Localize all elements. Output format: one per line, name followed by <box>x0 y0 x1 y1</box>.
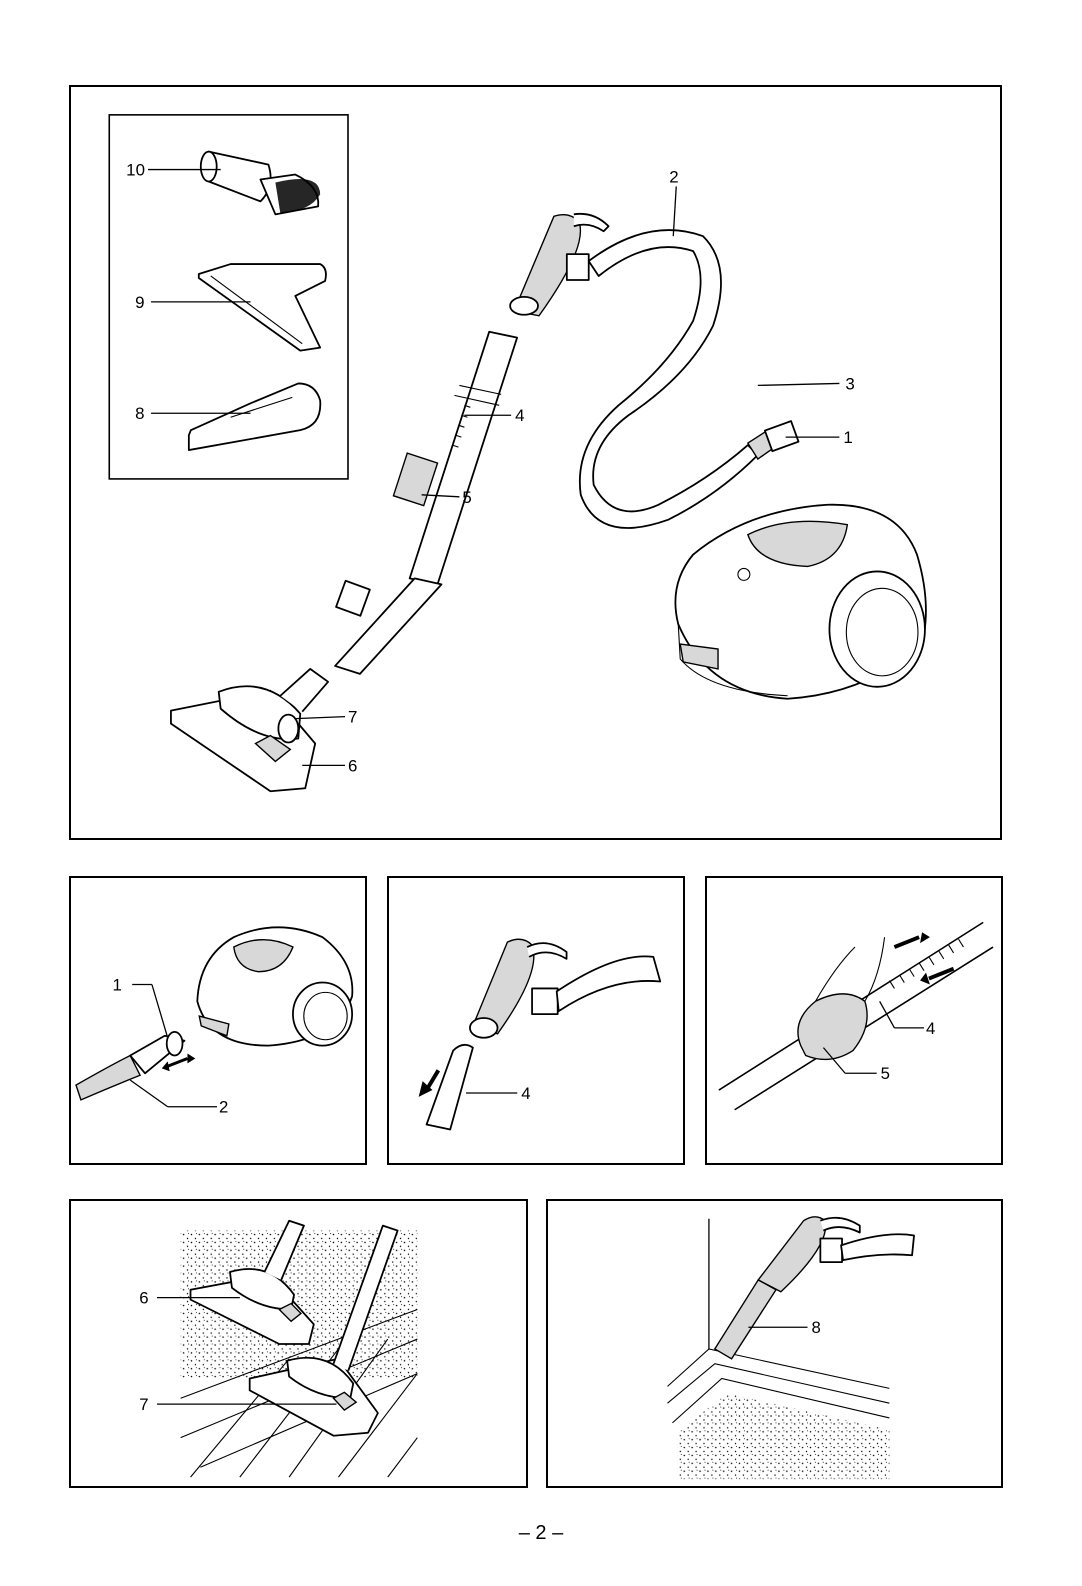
callout-3: 3 <box>845 374 854 393</box>
vacuum-cleaner-overview-illustration: 10 9 8 2 3 1 4 5 7 6 <box>71 87 1000 838</box>
callout-4: 4 <box>926 1019 935 1038</box>
handle-tube-panel: 4 <box>387 876 685 1165</box>
callout-8: 8 <box>135 404 144 423</box>
callout-6: 6 <box>348 756 357 775</box>
callout-10: 10 <box>126 161 145 180</box>
extension-tube-illustration <box>335 332 517 674</box>
upholstery-tool-illustration <box>199 264 326 351</box>
callout-8: 8 <box>811 1318 820 1337</box>
handle-tube-illustration: 4 <box>389 878 683 1163</box>
page-number: – 2 – <box>0 1522 1082 1545</box>
callout-1: 1 <box>843 428 852 447</box>
main-figure-panel: 10 9 8 2 3 1 4 5 7 6 <box>69 85 1002 840</box>
hose-connection-panel: 1 2 <box>69 876 367 1165</box>
hose-connection-illustration: 1 2 <box>71 878 365 1163</box>
callout-2: 2 <box>669 167 678 186</box>
crevice-tool-usage-illustration: 8 <box>548 1201 1001 1486</box>
callout-2: 2 <box>219 1098 228 1117</box>
telescopic-tube-illustration: 4 5 <box>707 878 1001 1163</box>
hose-and-handle-illustration <box>510 214 798 528</box>
telescopic-tube-panel: 4 5 <box>705 876 1003 1165</box>
vacuum-body-illustration <box>675 505 926 699</box>
callout-1: 1 <box>112 975 121 994</box>
callout-5: 5 <box>881 1064 890 1083</box>
callout-6: 6 <box>139 1289 148 1308</box>
floor-nozzle-panel: 6 7 <box>69 1199 528 1488</box>
floor-nozzle-illustration <box>171 669 328 791</box>
callout-7: 7 <box>139 1395 148 1414</box>
callout-9: 9 <box>135 293 144 312</box>
dusting-brush-illustration <box>201 152 320 215</box>
callout-7: 7 <box>348 708 357 727</box>
callout-4: 4 <box>515 406 524 425</box>
crevice-tool-panel: 8 <box>546 1199 1003 1488</box>
callout-4: 4 <box>521 1084 530 1103</box>
crevice-tool-illustration <box>189 383 320 450</box>
floor-nozzle-usage-illustration: 6 7 <box>71 1201 526 1486</box>
callout-5: 5 <box>462 488 471 507</box>
